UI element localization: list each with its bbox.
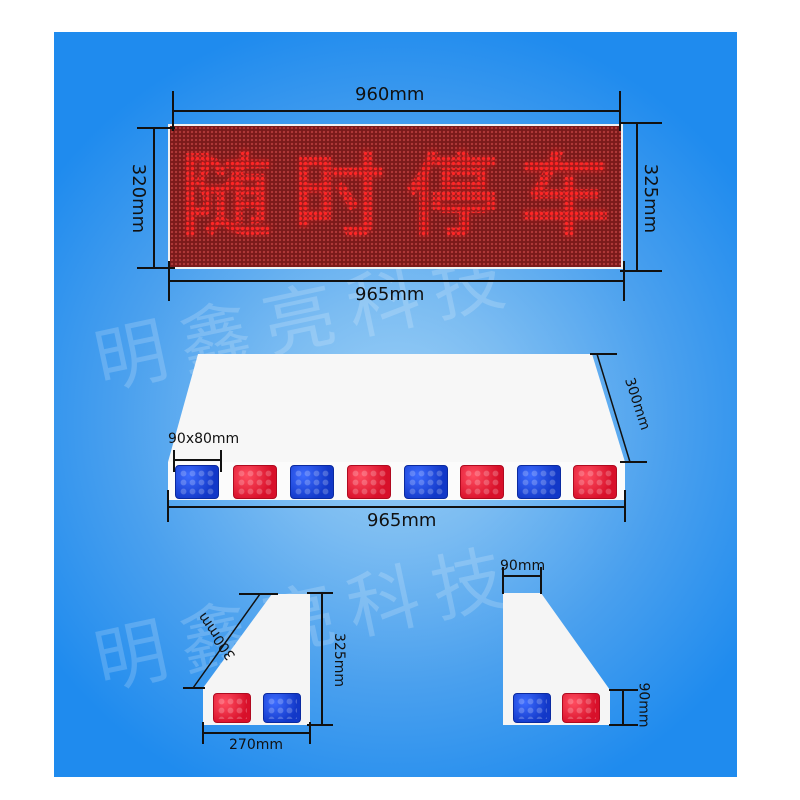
dimension-label-width: 965mm — [367, 510, 437, 531]
dimension-label-lamp-height: 90mm — [635, 682, 652, 728]
lamp-blue — [517, 465, 561, 499]
lamp-blue — [513, 693, 551, 723]
dimension-line-right — [636, 123, 638, 271]
lamp-blue — [263, 693, 301, 723]
dimension-label-top: 960mm — [355, 84, 425, 105]
lamp-red — [347, 465, 391, 499]
dimension-tick — [620, 122, 662, 124]
dimension-line-top — [172, 110, 621, 112]
dimension-line-bottom — [168, 280, 625, 282]
dimension-label-base: 270mm — [229, 737, 283, 753]
led-character: 时 — [293, 142, 386, 250]
lamp-red — [573, 465, 617, 499]
dimension-tick — [168, 261, 170, 301]
lamp-red — [213, 693, 251, 723]
dimension-line-left — [153, 128, 155, 268]
lamp-red — [460, 465, 504, 499]
dimension-label-top-width: 90mm — [500, 558, 546, 574]
dimension-tick — [619, 91, 621, 131]
dimension-label-bottom: 965mm — [355, 284, 425, 305]
lamp-blue — [175, 465, 219, 499]
dimension-label-lamp-size: 90x80mm — [168, 431, 240, 447]
dimension-tick — [620, 270, 662, 272]
lamp-red — [233, 465, 277, 499]
led-character: 随 — [180, 142, 273, 250]
dimension-tick — [137, 127, 175, 129]
dimension-tick — [172, 91, 174, 131]
led-character: 停 — [405, 142, 498, 250]
dimension-label-height: 325mm — [331, 633, 347, 687]
dimension-tick — [623, 261, 625, 301]
led-display-panel: 随 时 停 车 — [168, 124, 623, 269]
lamp-blue — [290, 465, 334, 499]
lamp-blue — [404, 465, 448, 499]
dimension-tick — [137, 267, 175, 269]
lamp-red — [562, 693, 600, 723]
led-character: 车 — [518, 142, 611, 250]
